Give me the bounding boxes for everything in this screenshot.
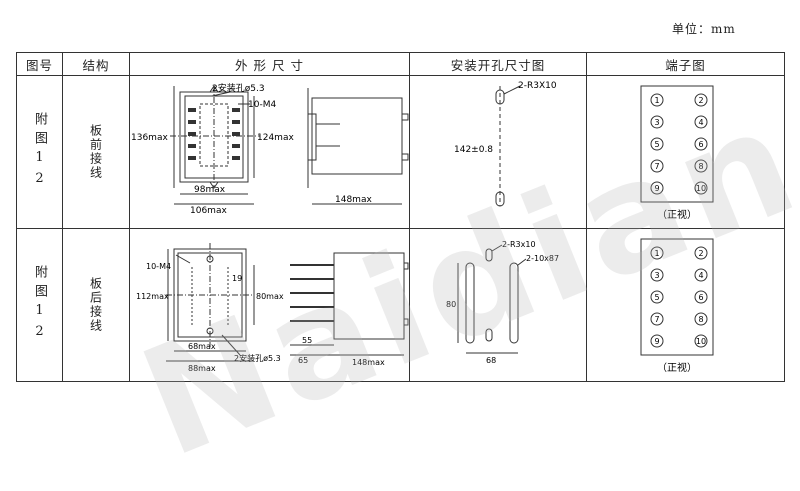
terminal-circle (694, 181, 708, 195)
terminal-circle (650, 159, 664, 173)
dim-hole: 2安装孔ø5.3 (234, 353, 281, 363)
dim-screw: 10-M4 (146, 262, 171, 271)
dim-depth-1: 55 (302, 336, 312, 345)
dim-width-1: 98max (194, 185, 226, 195)
slot-label: 2-R3x10 (502, 240, 536, 249)
terminal-circle (650, 246, 664, 260)
structure-type: 板前接线 (88, 124, 103, 180)
rect-label: 2-10x87 (526, 254, 559, 263)
terminal-number: 3 (654, 118, 659, 127)
terminal-number: 1 (654, 96, 659, 105)
terminal-number: 5 (654, 140, 659, 149)
terminal-circle (694, 290, 708, 304)
structure-type: 板后接线 (88, 277, 103, 333)
slot-label: 2-R3X10 (518, 81, 557, 91)
header-terminal: 端子图 (586, 52, 785, 76)
dim-screw: 10-M4 (248, 100, 276, 110)
terminal-circle (650, 115, 664, 129)
terminal-number: 2 (698, 96, 703, 105)
dim-height-2: 124max (257, 133, 294, 143)
header-outline: 外 形 尺 寸 (129, 52, 410, 76)
figure-number: 附图12 (32, 265, 47, 345)
header-figno: 图号 (16, 52, 63, 76)
terminal-number: 2 (698, 249, 703, 258)
dim-depth-2: 65 (298, 356, 308, 365)
terminal-circle (694, 246, 708, 260)
terminal-circle (694, 159, 708, 173)
terminal-circle (650, 137, 664, 151)
dim-width-2: 88max (188, 364, 216, 373)
view-label: （正视） (657, 208, 697, 221)
unit-label: 单位：mm (672, 22, 736, 36)
terminal-circle (650, 312, 664, 326)
terminal-number: 10 (696, 184, 706, 193)
view-label: （正视） (657, 361, 697, 374)
terminal-number: 7 (654, 315, 659, 324)
terminal-number: 8 (698, 162, 703, 171)
terminal-number: 5 (654, 293, 659, 302)
dim-width-1: 68max (188, 342, 216, 351)
dim-height-1: 136max (131, 133, 168, 143)
header-structure: 结构 (62, 52, 130, 76)
terminal-number: 10 (696, 337, 706, 346)
terminal-circle (694, 137, 708, 151)
dim-pitch: 19 (232, 274, 242, 283)
terminal-circle (650, 334, 664, 348)
terminal-number: 6 (698, 293, 703, 302)
table-row: 附图12 板前接线 (16, 75, 785, 229)
terminal-number: 4 (698, 118, 703, 127)
cutout-width: 68 (486, 356, 496, 365)
cutout-drawing-rear: 2-R3x10 2-10x87 80 68 (446, 240, 559, 365)
dim-width-2: 106max (190, 206, 227, 216)
table-header: 图号 结构 外 形 尺 寸 安装开孔尺寸图 端子图 (16, 52, 785, 76)
terminal-circle (694, 334, 708, 348)
hole-pitch: 142±0.8 (454, 145, 493, 155)
terminal-circle (650, 181, 664, 195)
terminal-circle (694, 115, 708, 129)
terminal-circle (694, 93, 708, 107)
dim-depth: 148max (335, 195, 372, 205)
terminal-block (640, 85, 714, 203)
terminal-number: 1 (654, 249, 659, 258)
terminal-diagram-front: 1 2 3 4 5 6 7 8 9 10 （正视） (640, 85, 714, 221)
figure-number: 附图12 (32, 112, 47, 192)
terminal-number: 3 (654, 271, 659, 280)
terminal-circle (650, 268, 664, 282)
terminal-number: 9 (654, 337, 659, 346)
terminal-number: 9 (654, 184, 659, 193)
terminal-number: 8 (698, 315, 703, 324)
cutout-drawing-front: 2-R3X10 142±0.8 (454, 81, 557, 207)
terminal-circle (694, 312, 708, 326)
terminal-circle (694, 268, 708, 282)
terminal-number: 4 (698, 271, 703, 280)
cutout-height: 80 (446, 300, 456, 309)
table-row: 附图12 板后接线 (16, 228, 785, 382)
spec-table: 图号 结构 外 形 尺 寸 安装开孔尺寸图 端子图 附图12 板前接线 (16, 52, 785, 382)
terminal-circle (650, 290, 664, 304)
terminal-circle (650, 93, 664, 107)
outline-drawing-front: 2安装孔ø5.3 10-M4 136max 124max 98max 106ma… (131, 82, 409, 216)
terminal-number: 6 (698, 140, 703, 149)
header-cutout: 安装开孔尺寸图 (409, 52, 587, 76)
dim-depth: 148max (352, 358, 385, 367)
outline-drawing-rear: 10-M4 112max 80max 19 2安装孔ø5.3 68max 88m… (136, 243, 409, 373)
terminal-diagram-rear: 1 2 3 4 5 6 7 8 9 10 （正视） (640, 238, 714, 374)
terminal-block (640, 238, 714, 356)
dim-height-1: 112max (136, 292, 169, 301)
dim-hole: 2安装孔ø5.3 (212, 82, 265, 94)
dim-height-2: 80max (256, 292, 284, 301)
terminal-number: 7 (654, 162, 659, 171)
